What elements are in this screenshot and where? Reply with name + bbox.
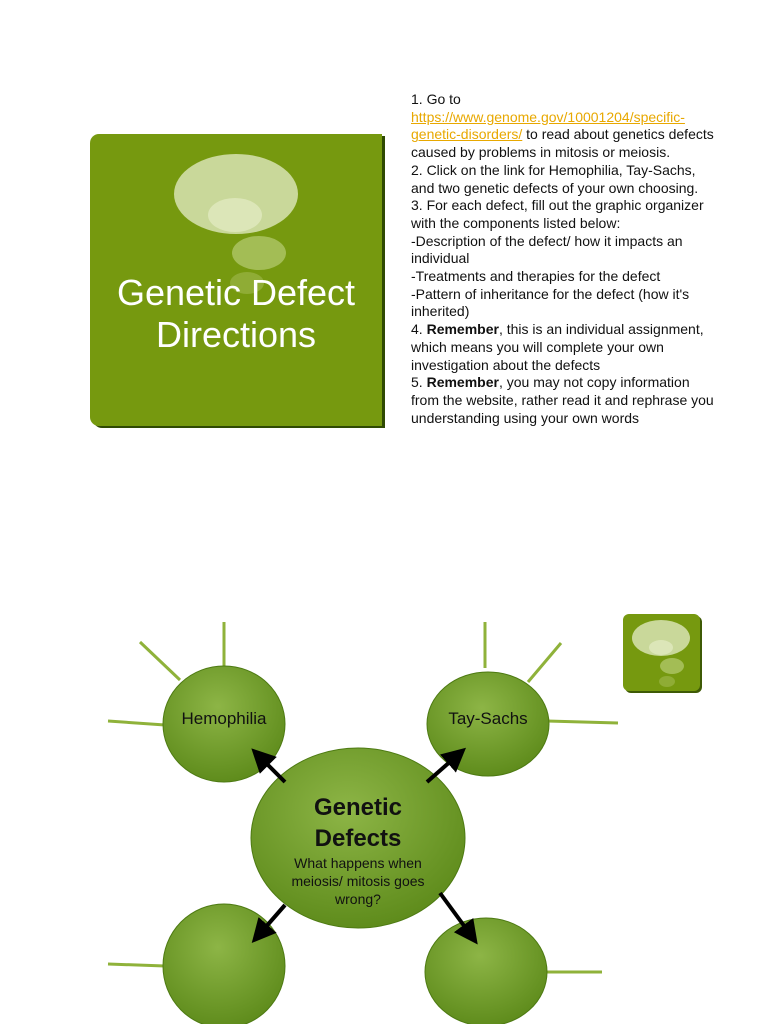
tay-sachs-label: Tay-Sachs <box>448 709 528 728</box>
step5-line1: 5. Remember, you may not copy informatio… <box>411 374 751 392</box>
logo-bubble-medium <box>660 658 684 674</box>
arrows <box>251 747 478 945</box>
genome-link-line1[interactable]: https://www.genome.gov/10001204/specific… <box>411 108 685 125</box>
slide-title-line1: Genetic Defect <box>116 272 356 313</box>
center-node <box>250 747 466 929</box>
arrow-to-tay-sachs <box>425 747 467 784</box>
center-title-line1: Genetic <box>313 794 403 821</box>
bottom-left-node <box>162 903 286 1024</box>
thought-bubble-small <box>230 272 264 294</box>
step5-line2: from the website, rather read it and rep… <box>411 391 714 408</box>
component3-line2: inherited) <box>411 303 470 320</box>
step1-line3: caused by problems in mitosis or meiosis… <box>411 144 671 161</box>
step4-number: 4. <box>411 321 427 338</box>
step4-line2: which means you will complete your own <box>411 338 664 355</box>
thought-bubble-logo <box>623 614 700 691</box>
component1-line2: individual <box>411 250 470 267</box>
step1-link-row: https://www.genome.gov/10001204/specific… <box>411 109 751 127</box>
step4-line3: investigation about the defects <box>411 356 601 373</box>
step2-line1: 2. Click on the link for Hemophilia, Tay… <box>411 161 696 178</box>
center-subtitle: What happens when meiosis/ mitosis goes … <box>291 855 425 907</box>
hemophilia-label: Hemophilia <box>181 709 267 728</box>
directions-text: 1. Go to https://www.genome.gov/10001204… <box>411 91 751 427</box>
title-card: Genetic Defect Directions <box>90 134 382 426</box>
step3-line2: with the components listed below: <box>411 214 621 231</box>
step5-rest: , you may not copy information <box>498 374 690 391</box>
step1-suffix: to read about genetics defects <box>522 126 714 143</box>
step4-rest: , this is an individual assignment, <box>498 321 704 338</box>
center-title: Genetic Defects <box>262 792 454 854</box>
center-title-line2: Defects <box>314 825 402 852</box>
component2: -Treatments and therapies for the defect <box>411 268 661 285</box>
step1-link-row2: genetic-disorders/ to read about genetic… <box>411 126 751 144</box>
logo-bubble-small <box>659 676 675 687</box>
tay-sachs-spokes <box>483 622 619 725</box>
step1-prefix: 1. Go to <box>411 91 461 107</box>
genome-link-line2[interactable]: genetic-disorders/ <box>411 126 523 143</box>
step5-remember: Remember <box>426 374 499 391</box>
hemophilia-spokes <box>107 622 226 727</box>
graphic-organizer <box>107 622 619 1024</box>
bottom-right-node <box>424 917 548 1024</box>
slide-title: Genetic Defect Directions <box>90 272 382 356</box>
thought-bubble-medium <box>232 236 286 270</box>
arrow-to-bottom-left <box>251 903 287 944</box>
step5-number: 5. <box>411 374 427 391</box>
step4-line1: 4. Remember, this is an individual assig… <box>411 321 751 339</box>
arrow-to-hemophilia <box>251 748 287 784</box>
step3-line1: 3. For each defect, fill out the graphic… <box>411 197 704 214</box>
component1-line1: -Description of the defect/ how it impac… <box>411 232 683 249</box>
component3-line1: -Pattern of inheritance for the defect (… <box>411 285 690 302</box>
step5-line3: understanding using your own words <box>411 409 640 426</box>
step2-line2: and two genetic defects of your own choo… <box>411 179 699 196</box>
step4-remember: Remember <box>426 321 499 338</box>
logo-bubble-highlight <box>649 640 673 655</box>
bottom-left-spokes <box>107 962 166 968</box>
thought-bubble-highlight <box>208 198 262 232</box>
arrow-to-bottom-right <box>438 891 478 945</box>
slide-title-line2: Directions <box>155 314 317 355</box>
